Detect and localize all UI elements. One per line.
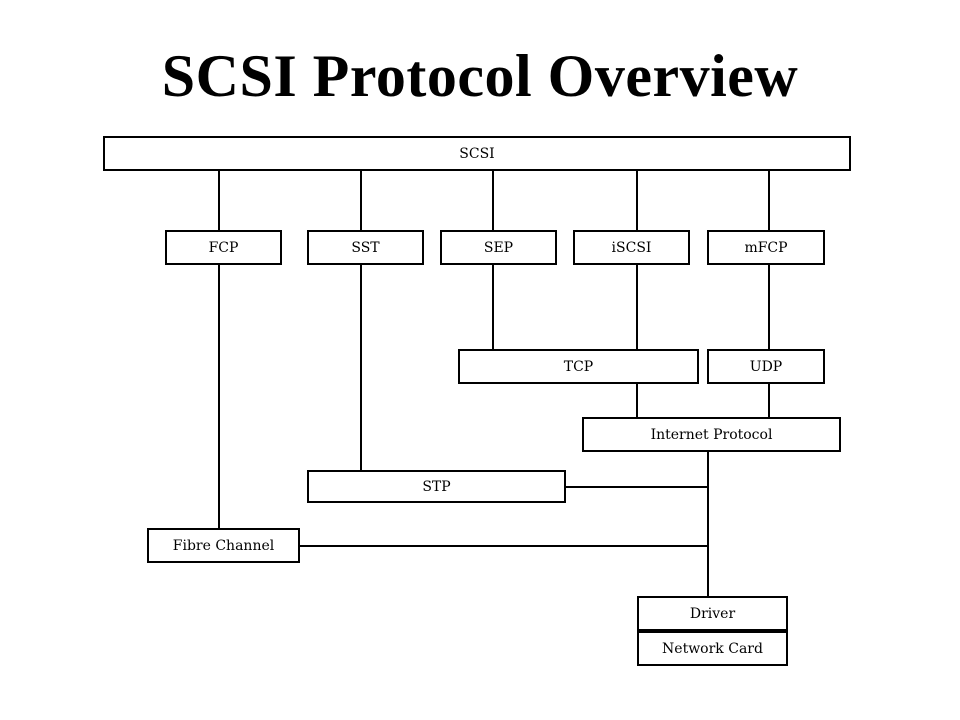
iscsi-label: iSCSI [611, 239, 652, 256]
udp-label: UDP [749, 358, 783, 375]
network-card-box: Network Card [637, 631, 788, 666]
stp-box: STP [307, 470, 566, 503]
stp-label: STP [422, 478, 451, 495]
sst-box: SST [307, 230, 424, 265]
mfcp-label: mFCP [744, 239, 788, 256]
internet-protocol-box: Internet Protocol [582, 417, 841, 452]
sst-label: SST [351, 239, 380, 256]
fibre-channel-label: Fibre Channel [172, 537, 275, 554]
iscsi-box: iSCSI [573, 230, 690, 265]
udp-box: UDP [707, 349, 825, 384]
page-title: SCSI Protocol Overview [161, 43, 799, 109]
tcp-label: TCP [563, 358, 594, 375]
fibre-channel-box: Fibre Channel [147, 528, 300, 563]
internet-protocol-label: Internet Protocol [650, 426, 773, 443]
mfcp-box: mFCP [707, 230, 825, 265]
driver-label: Driver [689, 605, 736, 622]
scsi-box: SCSI [103, 136, 851, 171]
fcp-label: FCP [208, 239, 239, 256]
fcp-box: FCP [165, 230, 282, 265]
network-card-label: Network Card [662, 640, 763, 657]
tcp-box: TCP [458, 349, 699, 384]
sep-label: SEP [483, 239, 514, 256]
scsi-label: SCSI [459, 145, 495, 162]
driver-box: Driver [637, 596, 788, 632]
sep-box: SEP [440, 230, 557, 265]
